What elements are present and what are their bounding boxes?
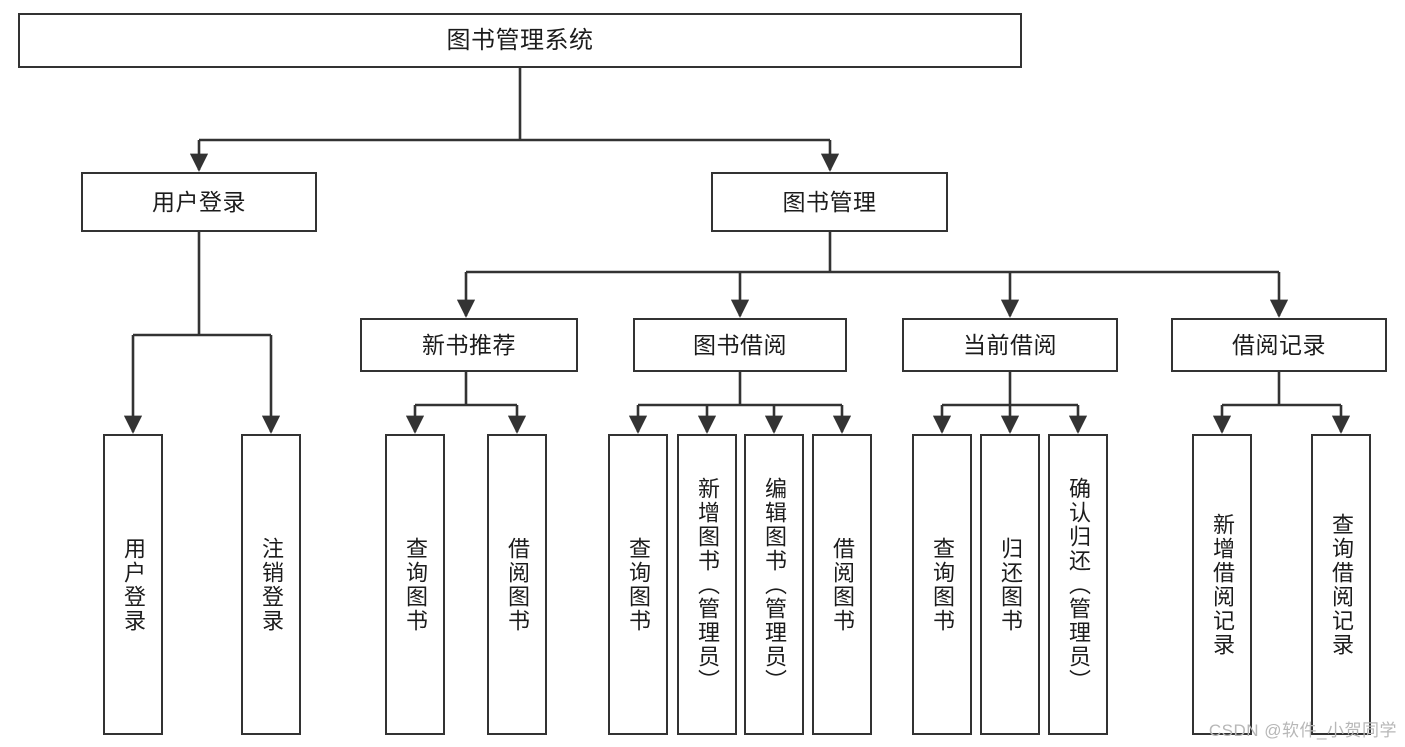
node-new-book-recommend[interactable]: 新书推荐 <box>360 318 578 372</box>
node-label: 归还图书 <box>997 536 1023 633</box>
node-label: 当前借阅 <box>963 331 1057 358</box>
node-label: 新书推荐 <box>422 331 516 358</box>
node-label: 借阅记录 <box>1232 331 1326 358</box>
node-label: 用户登录 <box>120 536 146 633</box>
node-label: 借阅图书 <box>504 536 530 633</box>
node-book-borrow[interactable]: 图书借阅 <box>633 318 847 372</box>
node-label: 确认归还（管理员） <box>1065 476 1091 693</box>
node-current-borrow[interactable]: 当前借阅 <box>902 318 1118 372</box>
node-root-book-management-system[interactable]: 图书管理系统 <box>18 13 1022 68</box>
leaf-current-borrow-query-book[interactable]: 查询图书 <box>912 434 972 735</box>
leaf-user-login-logout[interactable]: 注销登录 <box>241 434 301 735</box>
node-label: 图书管理系统 <box>446 26 594 54</box>
node-label: 用户登录 <box>152 188 246 215</box>
node-label: 注销登录 <box>258 536 284 633</box>
leaf-new-book-query-book[interactable]: 查询图书 <box>385 434 445 735</box>
leaf-new-book-borrow-book[interactable]: 借阅图书 <box>487 434 547 735</box>
node-borrow-record[interactable]: 借阅记录 <box>1171 318 1387 372</box>
leaf-book-borrow-add-book[interactable]: 新增图书（管理员） <box>677 434 737 735</box>
leaf-current-borrow-return-book[interactable]: 归还图书 <box>980 434 1040 735</box>
leaf-book-borrow-query-book[interactable]: 查询图书 <box>608 434 668 735</box>
node-label: 图书借阅 <box>693 331 787 358</box>
node-label: 借阅图书 <box>829 536 855 633</box>
leaf-borrow-record-query-record[interactable]: 查询借阅记录 <box>1311 434 1371 735</box>
node-label: 新增图书（管理员） <box>694 476 720 693</box>
leaf-borrow-record-add-record[interactable]: 新增借阅记录 <box>1192 434 1252 735</box>
node-user-login[interactable]: 用户登录 <box>81 172 317 232</box>
leaf-user-login-login[interactable]: 用户登录 <box>103 434 163 735</box>
node-label: 图书管理 <box>782 188 877 215</box>
node-label: 查询图书 <box>625 536 651 633</box>
node-book-management[interactable]: 图书管理 <box>711 172 948 232</box>
node-label: 查询借阅记录 <box>1328 512 1354 657</box>
node-label: 新增借阅记录 <box>1209 512 1235 657</box>
node-label: 编辑图书（管理员） <box>761 476 787 693</box>
leaf-current-borrow-confirm-return[interactable]: 确认归还（管理员） <box>1048 434 1108 735</box>
node-label: 查询图书 <box>929 536 955 633</box>
leaf-book-borrow-borrow-book[interactable]: 借阅图书 <box>812 434 872 735</box>
node-label: 查询图书 <box>402 536 428 633</box>
leaf-book-borrow-edit-book[interactable]: 编辑图书（管理员） <box>744 434 804 735</box>
watermark-text: CSDN @软件_小贺同学 <box>1208 721 1397 740</box>
